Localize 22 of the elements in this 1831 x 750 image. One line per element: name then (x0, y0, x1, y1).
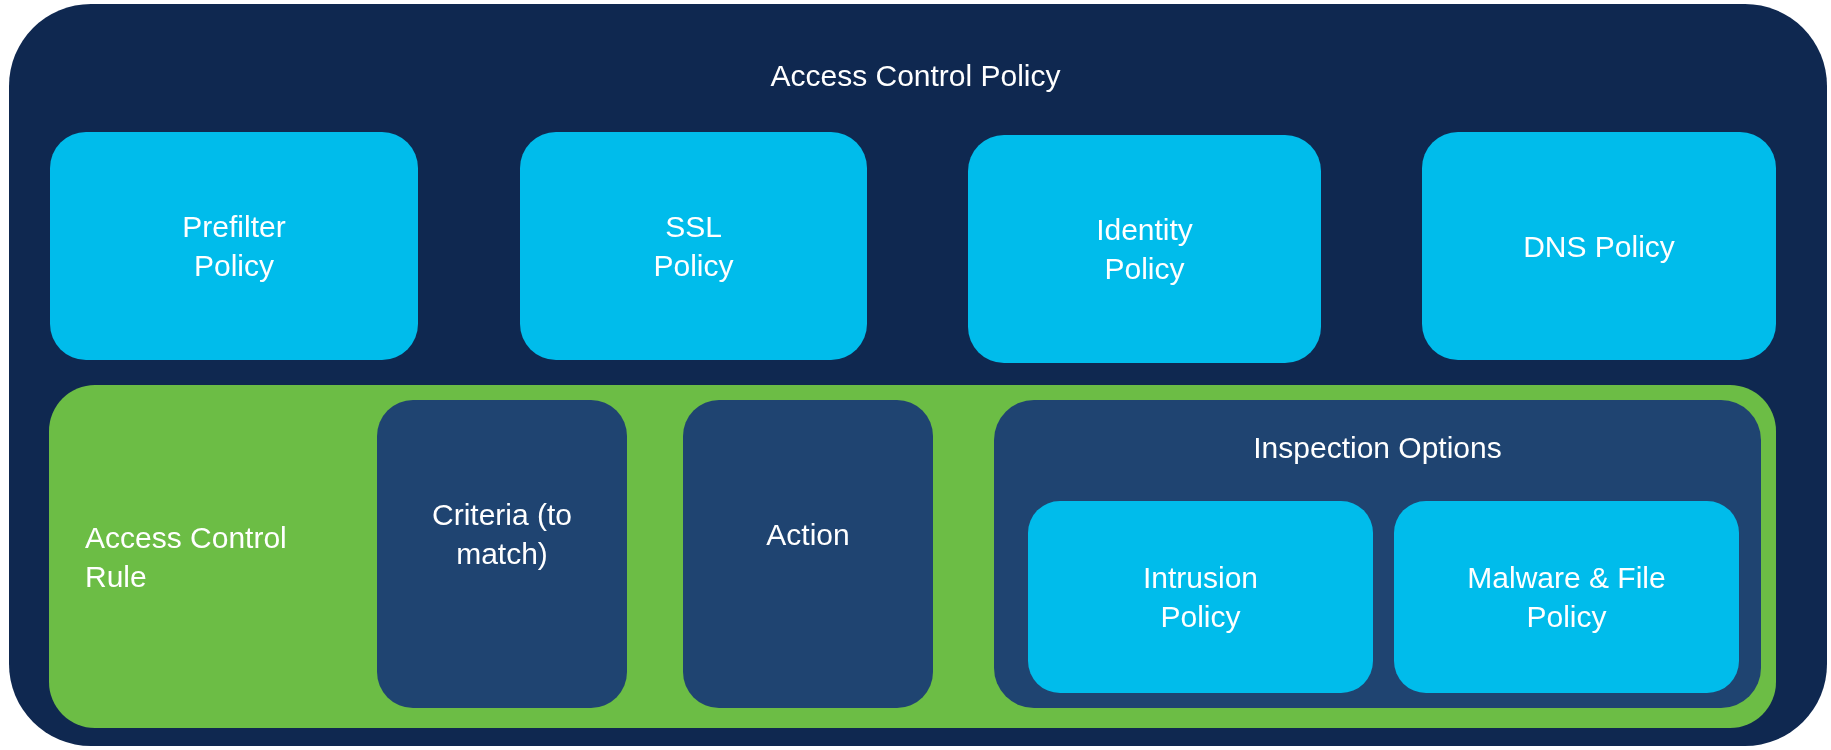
panel-heading: Inspection Options (1252, 430, 1503, 466)
box-label: Action (765, 516, 851, 553)
options-panel (994, 400, 1761, 708)
rule-panel (49, 385, 1776, 728)
box-label: DNS Policy (1522, 228, 1676, 265)
policy-box (1394, 501, 1739, 693)
policy-box (1422, 132, 1776, 360)
box-label: Intrusion Policy (1141, 560, 1260, 635)
policy-box (520, 132, 867, 360)
box-label: Prefilter Policy (181, 209, 287, 284)
box-label: Criteria (to match) (431, 497, 573, 572)
action-box (683, 400, 933, 708)
panel-heading: Access Control Policy (769, 58, 1062, 94)
policy-container (9, 4, 1827, 746)
policy-box (968, 135, 1321, 363)
policy-box (50, 132, 418, 360)
box-label: Identity Policy (1095, 212, 1194, 287)
box-label: Malware & File Policy (1466, 560, 1667, 635)
box-label: SSL Policy (652, 209, 735, 284)
policy-box (1028, 501, 1373, 693)
criteria-box (377, 400, 627, 708)
panel-heading: Access Control Rule (85, 519, 288, 595)
